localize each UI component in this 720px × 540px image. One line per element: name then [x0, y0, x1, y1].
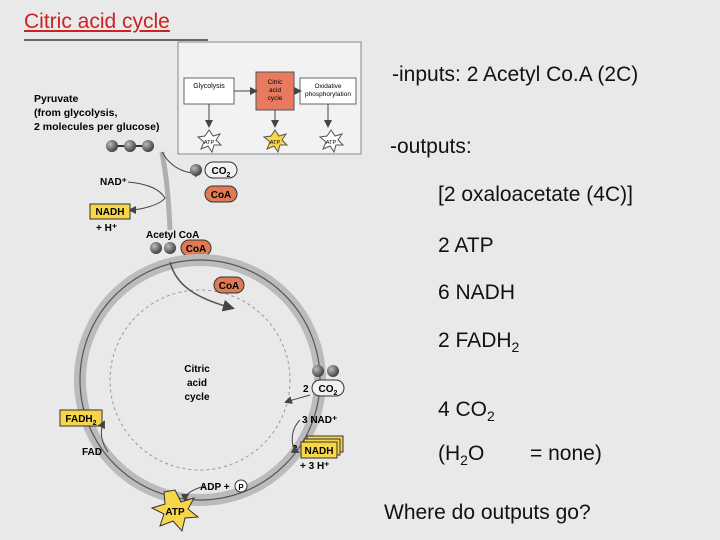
question-text: Where do outputs go? [384, 501, 591, 524]
coa-label-cycle: CoA [219, 281, 240, 292]
fadh2-sub: 2 [93, 420, 97, 427]
acetyl-coa-molecule: CoA [150, 239, 212, 257]
inset-oxidative-label: Oxidative [314, 83, 341, 90]
outputs-label: -outputs: [390, 135, 472, 158]
two-co2-molecules: 2 CO2 [303, 365, 345, 397]
coa-label-acetyl: CoA [186, 244, 207, 255]
output-fadh2-subscript: 2 [511, 339, 520, 356]
co2-badge: CO2 [204, 161, 238, 179]
pyruvate-count-label: 2 molecules per glucose) [34, 121, 159, 133]
coa-label-top: CoA [211, 190, 232, 201]
slide-title: Citric acid cycle [24, 10, 170, 33]
three-nadh-stack: NADH [300, 435, 344, 459]
pyruvate-source-label: (from glycolysis, [34, 107, 118, 119]
fad-label: FAD [82, 447, 102, 458]
two-co2-sub: 2 [334, 390, 338, 397]
output-atp: 2 ATP [438, 234, 494, 257]
co2-label: CO [212, 166, 227, 177]
inset-atp-2: ATP [270, 140, 281, 146]
fadh2-label: FADH [65, 414, 92, 425]
svg-text:CO2: CO2 [319, 384, 338, 397]
three-nadh-label: NADH [305, 446, 334, 457]
output-h2o-subscript: 2 [460, 452, 468, 469]
cycle-label-acid: acid [187, 378, 207, 389]
output-fadh2-text: 2 FADH [438, 329, 512, 352]
output-co2-subscript: 2 [487, 408, 495, 425]
coa-badge-top: CoA [204, 185, 238, 203]
output-nadh: 6 NADH [438, 281, 516, 304]
coa-badge-cycle: CoA [213, 276, 245, 294]
svg-text:FADH2: FADH2 [65, 414, 96, 427]
inset-phosphorylation-label: phosphorylation [305, 91, 351, 98]
output-h2o: (H2O [438, 442, 484, 468]
cycle-label-cycle: cycle [184, 392, 209, 403]
nadh-highlight [89, 203, 131, 220]
svg-text:CO2: CO2 [212, 166, 231, 179]
inset-citric-label: Citric [268, 79, 284, 86]
output-oxaloacetate: [2 oxaloacetate (4C)] [438, 183, 633, 206]
inset-cycle-label: cycle [268, 95, 283, 102]
adp-label: ADP + [200, 482, 230, 493]
three-h-label: + 3 H⁺ [300, 461, 329, 472]
output-none: = none) [530, 442, 602, 465]
nadh-label: NADH [96, 207, 125, 218]
acetyl-coa-label: Acetyl CoA [146, 230, 199, 241]
inset-acid-label: acid [269, 87, 281, 94]
fadh2-highlight [59, 409, 103, 427]
output-fadh2: 2 FADH2 [438, 329, 519, 355]
overview-inset: Glycolysis Citric acid cycle Oxidative p… [177, 41, 362, 155]
output-co2: 4 CO2 [438, 398, 495, 424]
cycle-label-citric: Citric [184, 364, 210, 375]
pyruvate-label: Pyruvate [34, 93, 79, 105]
co2-sub: 2 [227, 172, 231, 179]
inset-glycolysis-label: Glycolysis [193, 83, 225, 90]
three-nad-label: 3 NAD⁺ [302, 415, 337, 426]
nad-plus-label: NAD⁺ [100, 177, 127, 188]
two-co2-label: CO [319, 384, 334, 395]
inset-atp-1: ATP [204, 140, 215, 146]
pyruvate-molecule [106, 140, 154, 152]
output-co2-text: 4 CO [438, 398, 488, 421]
atp-label: ATP [165, 507, 185, 518]
pi-label: P [238, 483, 244, 492]
two-co2-prefix: 2 [303, 384, 309, 395]
h-plus-label: + H⁺ [96, 223, 117, 234]
atp-starburst: ATP [150, 489, 200, 533]
output-h2o-open: (H [438, 442, 461, 465]
inset-atp-3: ATP [326, 140, 337, 146]
inputs-text: -inputs: 2 Acetyl Co.A (2C) [392, 63, 639, 86]
title-divider [24, 39, 208, 41]
output-h2o-close: O [467, 442, 485, 465]
